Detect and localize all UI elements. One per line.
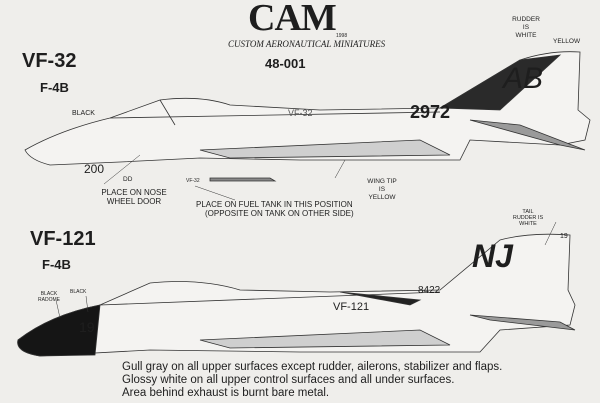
note-fuel-tank-1: PLACE ON FUEL TANK IN THIS POSITION bbox=[196, 200, 353, 209]
marking-modex-200: 200 bbox=[84, 162, 105, 176]
marking-modex-19: 19 bbox=[79, 319, 95, 335]
aircraft-type-1: F-4B bbox=[40, 80, 69, 95]
marking-bureau-2972: 2972 bbox=[410, 102, 451, 122]
marking-bureau-8422: 8422 bbox=[418, 285, 441, 296]
note-nose-door-code: DD bbox=[123, 176, 133, 183]
marking-fuselage-vf32: VF-32 bbox=[288, 108, 313, 118]
caption-line-2: Glossy white on all upper control surfac… bbox=[122, 374, 455, 386]
marking-tail-code-nj: NJ bbox=[472, 238, 513, 274]
caption-line-1: Gull gray on all upper surfaces except r… bbox=[122, 361, 503, 373]
note-yellow: YELLOW bbox=[553, 38, 581, 45]
note-black-radome: BLACK RADOME bbox=[38, 291, 60, 303]
squadron-title-vf121: VF-121 bbox=[30, 228, 96, 250]
note-nose-wheel-door: PLACE ON NOSE WHEEL DOOR bbox=[101, 188, 167, 206]
f4b-vf32-profile bbox=[24, 51, 591, 201]
note-tail-rudder-white: TAIL RUDDER IS WHITE bbox=[512, 209, 544, 227]
logo-year: 1998 bbox=[336, 33, 348, 39]
company-name: CUSTOM AERONAUTICAL MINIATURES bbox=[228, 39, 386, 49]
caption-line-3: Area behind exhaust is burnt bare metal. bbox=[122, 387, 330, 399]
note-wing-tip: WING TIP IS YELLOW bbox=[367, 178, 397, 201]
marking-fin-19: 19 bbox=[560, 233, 568, 240]
f4b-vf121-profile bbox=[17, 221, 576, 357]
note-rudder-white: RUDDER IS WHITE bbox=[512, 16, 540, 39]
note-fuel-tank-2: (OPPOSITE ON TANK ON OTHER SIDE) bbox=[205, 209, 354, 218]
marking-tail-code-ab: AB bbox=[503, 62, 544, 95]
aircraft-type-2: F-4B bbox=[42, 257, 71, 272]
marking-fuselage-vf121: VF-121 bbox=[333, 301, 370, 313]
sheet-number: 48-001 bbox=[265, 56, 306, 71]
note-black-2: BLACK bbox=[70, 289, 87, 295]
note-tank-code: VF-32 bbox=[186, 178, 200, 184]
cam-logo: CAM bbox=[248, 0, 337, 39]
note-black-1: BLACK bbox=[72, 110, 95, 117]
squadron-title-vf32: VF-32 bbox=[22, 50, 77, 72]
